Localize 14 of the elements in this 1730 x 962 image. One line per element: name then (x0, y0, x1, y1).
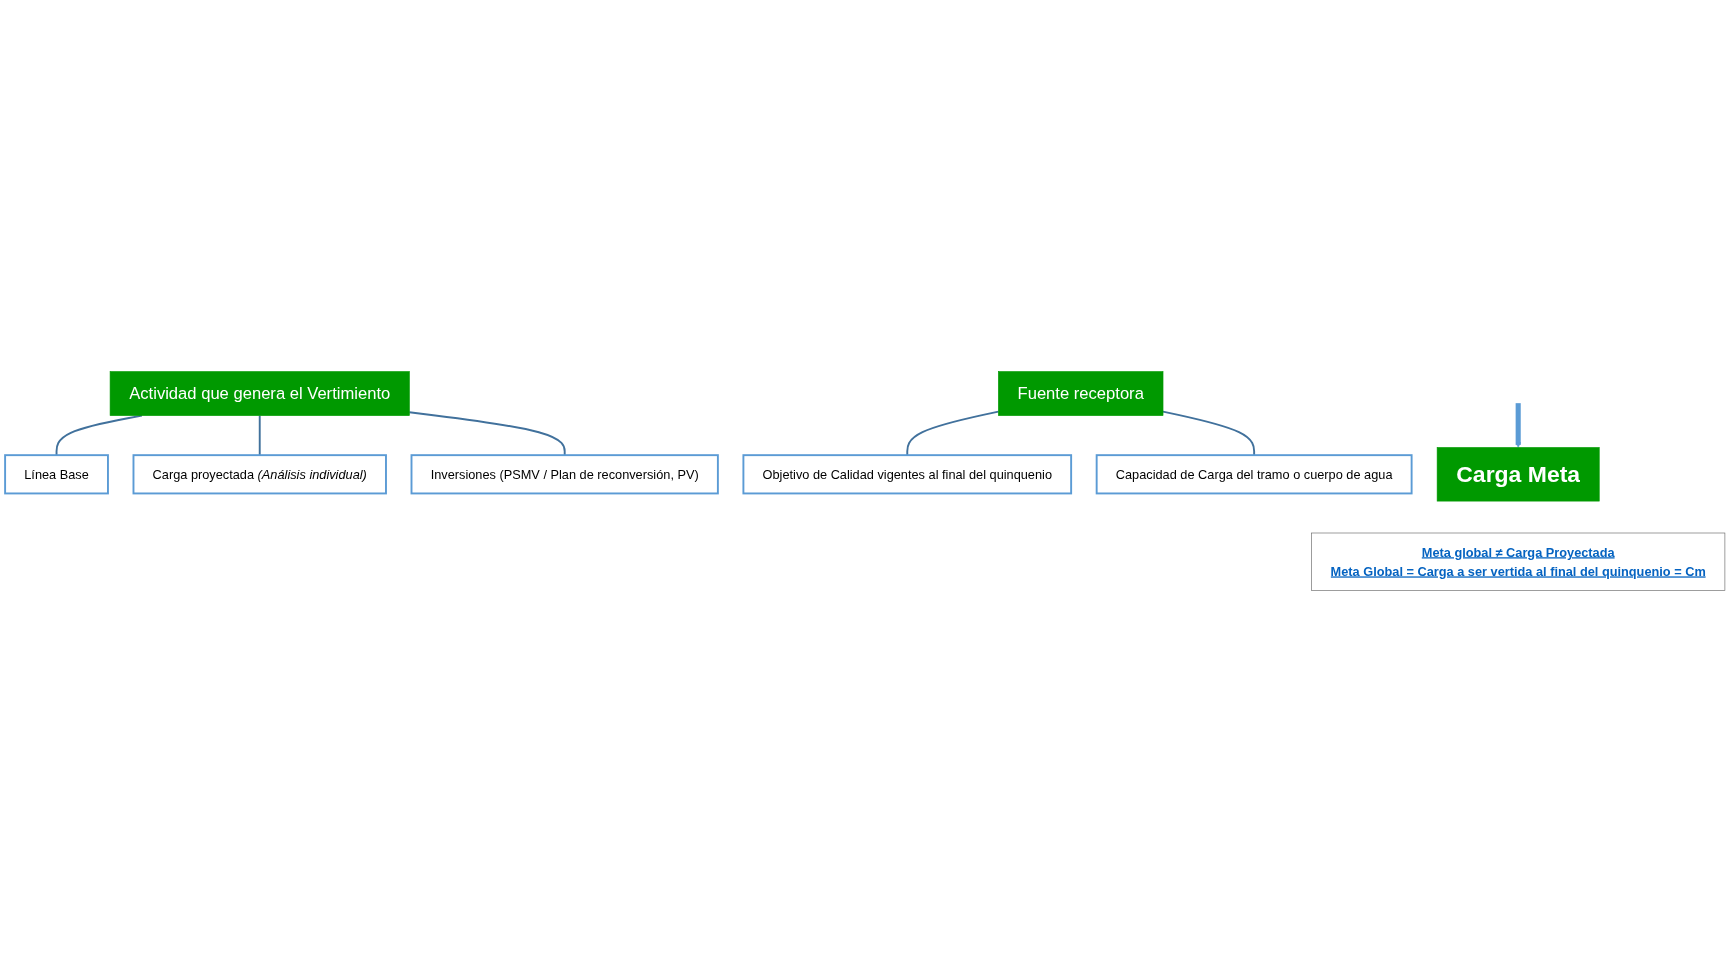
node-box: Objetivo de Calidad vigentes al final del quinquenio (742, 454, 1073, 495)
connector (1162, 410, 1256, 457)
node-box: Inversiones (PSMV / Plan de reconversión, PV) (410, 454, 719, 495)
connector (258, 414, 261, 457)
node-box: Meta global ≠ Carga Proyectada Meta Global = Carga a ser vertida al final del quinquenio = Cm (1311, 532, 1726, 591)
node-box: Carga Meta (1436, 447, 1600, 502)
node-box: Fuente receptora (998, 371, 1164, 416)
connector (906, 410, 1000, 457)
connector (408, 411, 566, 457)
node-box: Carga proyectada (Análisis individual) (132, 454, 387, 495)
node-box: Actividad que genera el Vertimiento (109, 371, 410, 416)
arrow (1515, 403, 1521, 448)
node-box: Capacidad de Carga del tramo o cuerpo de agua (1095, 454, 1413, 495)
node-box: Línea Base (4, 454, 109, 495)
